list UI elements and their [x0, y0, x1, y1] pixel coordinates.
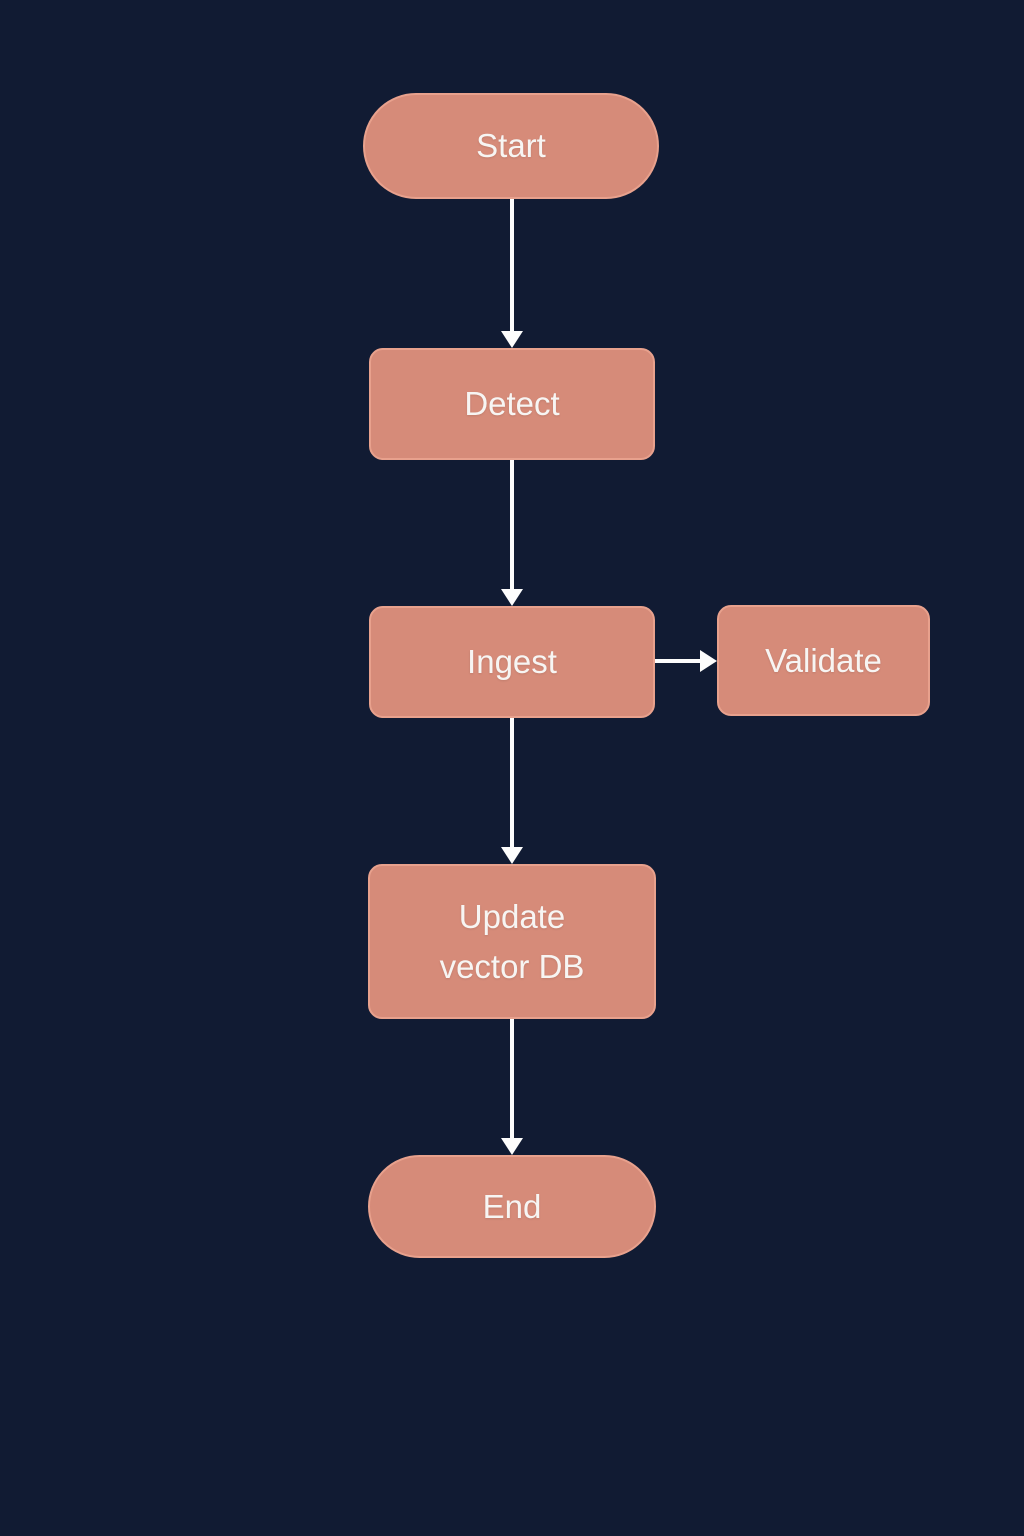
edge-ingest-update-arrowhead-icon [501, 847, 523, 864]
edge-ingest-validate-arrowhead-icon [700, 650, 717, 672]
flow-node-update-vector-db-label: Update vector DB [439, 898, 585, 985]
flow-node-end-label: End [482, 1187, 542, 1225]
flow-node-validate: Validate [717, 605, 930, 716]
flow-node-start: Start [363, 93, 659, 199]
edge-ingest-validate-line [655, 659, 702, 663]
edge-update-end-line [510, 1019, 514, 1139]
flow-node-start-label: Start [476, 127, 546, 165]
flow-node-detect: Detect [369, 348, 655, 460]
flow-node-ingest-label: Ingest [467, 643, 557, 681]
flow-node-update-vector-db: Update vector DB [368, 864, 656, 1019]
edge-detect-ingest-line [510, 460, 514, 591]
edge-start-detect-line [510, 199, 514, 333]
flow-node-end: End [368, 1155, 656, 1258]
edge-detect-ingest-arrowhead-icon [501, 589, 523, 606]
edge-ingest-update-line [510, 718, 514, 849]
flow-node-ingest: Ingest [369, 606, 655, 718]
flow-node-detect-label: Detect [464, 385, 560, 423]
flow-node-validate-label: Validate [765, 641, 882, 679]
edge-update-end-arrowhead-icon [501, 1138, 523, 1155]
edge-start-detect-arrowhead-icon [501, 331, 523, 348]
